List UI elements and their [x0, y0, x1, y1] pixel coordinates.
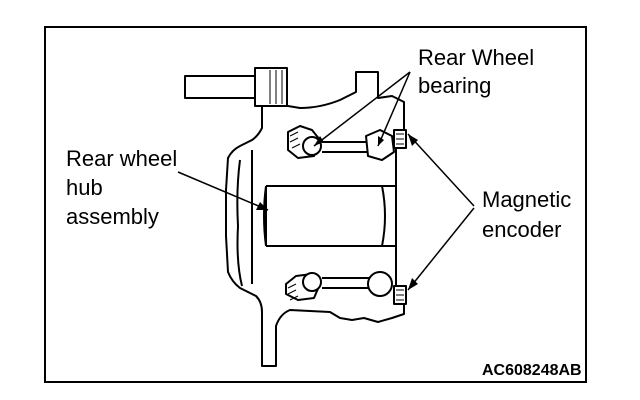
lower-bearing	[285, 271, 393, 301]
upper-encoder	[393, 129, 407, 149]
bearing-label-line2: bearing	[418, 73, 492, 98]
arrowhead-bearing-left	[314, 136, 324, 146]
hub-face-inner	[236, 159, 243, 287]
hub-flange-outline	[225, 71, 405, 367]
hub-label-line2: hub	[66, 175, 103, 200]
leader-bearing-upper-right	[377, 71, 411, 147]
lower-encoder	[393, 285, 407, 305]
arrowhead-hub	[256, 202, 268, 210]
wheel-stud-bolt	[184, 67, 288, 107]
upper-bearing	[287, 125, 395, 161]
encoder-label-line2: encoder	[482, 217, 562, 242]
hub-bore	[263, 185, 396, 247]
figure-code: AC608248AB	[482, 362, 582, 379]
arrowhead-encoder-upper	[408, 134, 418, 146]
hub-label-line3: assembly	[66, 204, 159, 229]
hub-label-line1: Rear wheel	[66, 146, 178, 171]
encoder-label-line1: Magnetic	[482, 187, 572, 212]
arrowhead-bearing-right	[378, 136, 384, 146]
leader-encoder-upper	[407, 133, 475, 207]
leader-hub	[177, 171, 269, 211]
bearing-label-line1: Rear Wheel	[418, 45, 535, 70]
leader-bearing-upper-left	[313, 71, 411, 147]
leader-encoder-lower	[407, 207, 475, 291]
arrowhead-encoder-lower	[408, 278, 418, 290]
